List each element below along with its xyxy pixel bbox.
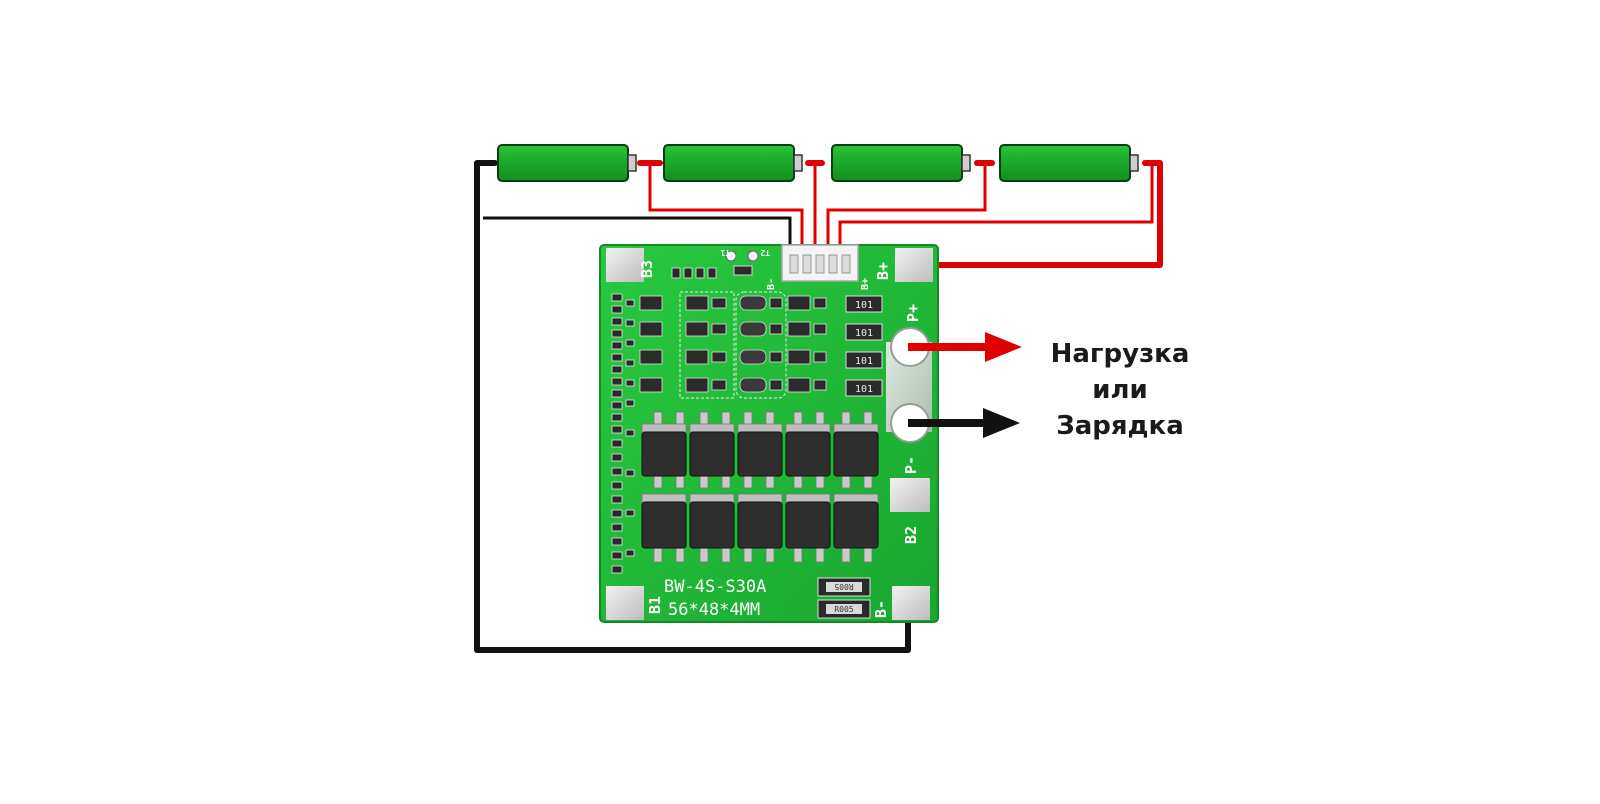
caption-load: Нагрузка	[1050, 339, 1190, 369]
pad-b1	[606, 586, 644, 620]
shunt-label-2: R005	[834, 605, 853, 614]
shunt-label-1: R005	[834, 582, 853, 591]
bms-board: 101 101 101 101	[599, 244, 939, 623]
pad-b3	[606, 248, 644, 282]
label-t2: T2	[760, 248, 770, 257]
pad-b-minus	[892, 586, 930, 620]
balance-wires	[648, 163, 1154, 262]
positive-wire	[912, 160, 1163, 268]
label-p-minus: P-	[902, 456, 920, 474]
pad-b2	[890, 478, 930, 512]
negative-wire	[474, 160, 911, 653]
label-b2: B2	[902, 526, 920, 544]
positive-output-arrow	[908, 332, 1022, 362]
label-b-minus: B-	[872, 600, 890, 618]
resistor-label-3: 101	[855, 356, 873, 367]
connector-label-b-minus: B-	[766, 278, 777, 290]
label-b3: B3	[638, 260, 656, 278]
label-p-plus: P+	[904, 304, 922, 322]
board-model: BW-4S-S30A	[664, 577, 766, 597]
board-size: 56*48*4MM	[668, 600, 760, 620]
mosfet-array	[641, 411, 879, 563]
balance-channels	[639, 291, 827, 399]
negative-output-arrow	[908, 408, 1020, 438]
pad-b-plus	[895, 248, 933, 282]
caption-charge: Зарядка	[1056, 411, 1184, 441]
label-b1: B1	[646, 596, 664, 614]
label-b-plus: B+	[874, 262, 892, 280]
resistor-label-2: 101	[855, 328, 873, 339]
battery-cell-2	[663, 144, 803, 182]
balance-resistors: 101 101 101 101	[845, 295, 883, 397]
label-t1: T1	[720, 248, 730, 257]
battery-cell-1	[497, 144, 637, 182]
battery-cell-4	[999, 144, 1139, 182]
resistor-label-1: 101	[855, 300, 873, 311]
resistor-label-4: 101	[855, 384, 873, 395]
caption-or: или	[1092, 375, 1148, 405]
battery-cell-3	[831, 144, 971, 182]
shunt-resistors: R005 R005	[817, 577, 871, 619]
connector-label-b-plus: B+	[860, 278, 871, 290]
